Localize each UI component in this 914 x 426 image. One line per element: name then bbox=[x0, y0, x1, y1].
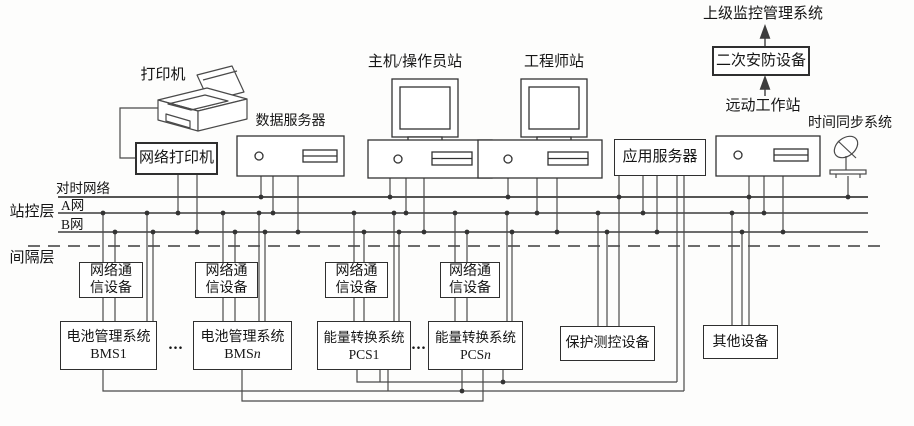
bms1-box: 电池管理系统 BMS1 bbox=[60, 321, 157, 370]
data-server-label: 数据服务器 bbox=[255, 114, 326, 129]
net-b-label: B网 bbox=[61, 217, 84, 232]
comm-device-box-3: 网络通 信设备 bbox=[325, 262, 388, 298]
bmsn-box: 电池管理系统 BMSn bbox=[193, 321, 292, 370]
net-a-label: A网 bbox=[61, 198, 85, 213]
protection-device-box: 保护测控设备 bbox=[560, 326, 655, 361]
arrow-up-to-security bbox=[759, 74, 771, 90]
printer-label: 打印机 bbox=[140, 67, 186, 83]
pcs1-box: 能量转换系统 PCS1 bbox=[317, 321, 411, 370]
bay-device-drops bbox=[102, 213, 743, 326]
time-sync-system-label: 时间同步系统 bbox=[808, 116, 892, 131]
pcs-ellipsis: ... bbox=[411, 336, 427, 353]
data-server-icon bbox=[236, 135, 345, 177]
app-server-box: 应用服务器 bbox=[614, 139, 706, 176]
operator-workstation-icon bbox=[367, 78, 493, 179]
printer-icon bbox=[157, 65, 248, 132]
network-printer-box: 网络打印机 bbox=[135, 142, 218, 175]
other-devices-box: 其他设备 bbox=[703, 325, 778, 359]
comm-device-box-1: 网络通 信设备 bbox=[79, 262, 143, 298]
time-sync-net-label: 对时网络 bbox=[56, 181, 110, 196]
bottom-interconnect bbox=[102, 370, 684, 402]
satellite-dish-icon bbox=[829, 135, 867, 178]
remote-workstation-label: 远动工作站 bbox=[725, 98, 801, 114]
station-layer-label: 站控层 bbox=[9, 204, 55, 220]
bms-ellipsis: ... bbox=[168, 336, 184, 353]
supervisory-system-label: 上级监控管理系统 bbox=[702, 6, 823, 22]
engineer-station-label: 工程师站 bbox=[523, 54, 584, 70]
engineer-workstation-icon bbox=[477, 78, 603, 179]
comm-device-box-4: 网络通 信设备 bbox=[440, 262, 500, 298]
uplink-arrows bbox=[759, 23, 771, 96]
junction-dots bbox=[100, 194, 851, 394]
bay-layer-label: 间隔层 bbox=[9, 250, 55, 266]
pcsn-box: 能量转换系统 PCSn bbox=[428, 321, 523, 370]
printer-cable bbox=[119, 107, 158, 159]
station-device-drops bbox=[119, 107, 849, 391]
operator-station-label: 主机/操作员站 bbox=[367, 54, 463, 70]
security-device-box: 二次安防设备 bbox=[712, 46, 810, 76]
time-sync-server-icon bbox=[715, 135, 821, 177]
comm-device-box-2: 网络通 信设备 bbox=[195, 262, 258, 298]
arrow-up-to-supervisory bbox=[759, 23, 771, 39]
